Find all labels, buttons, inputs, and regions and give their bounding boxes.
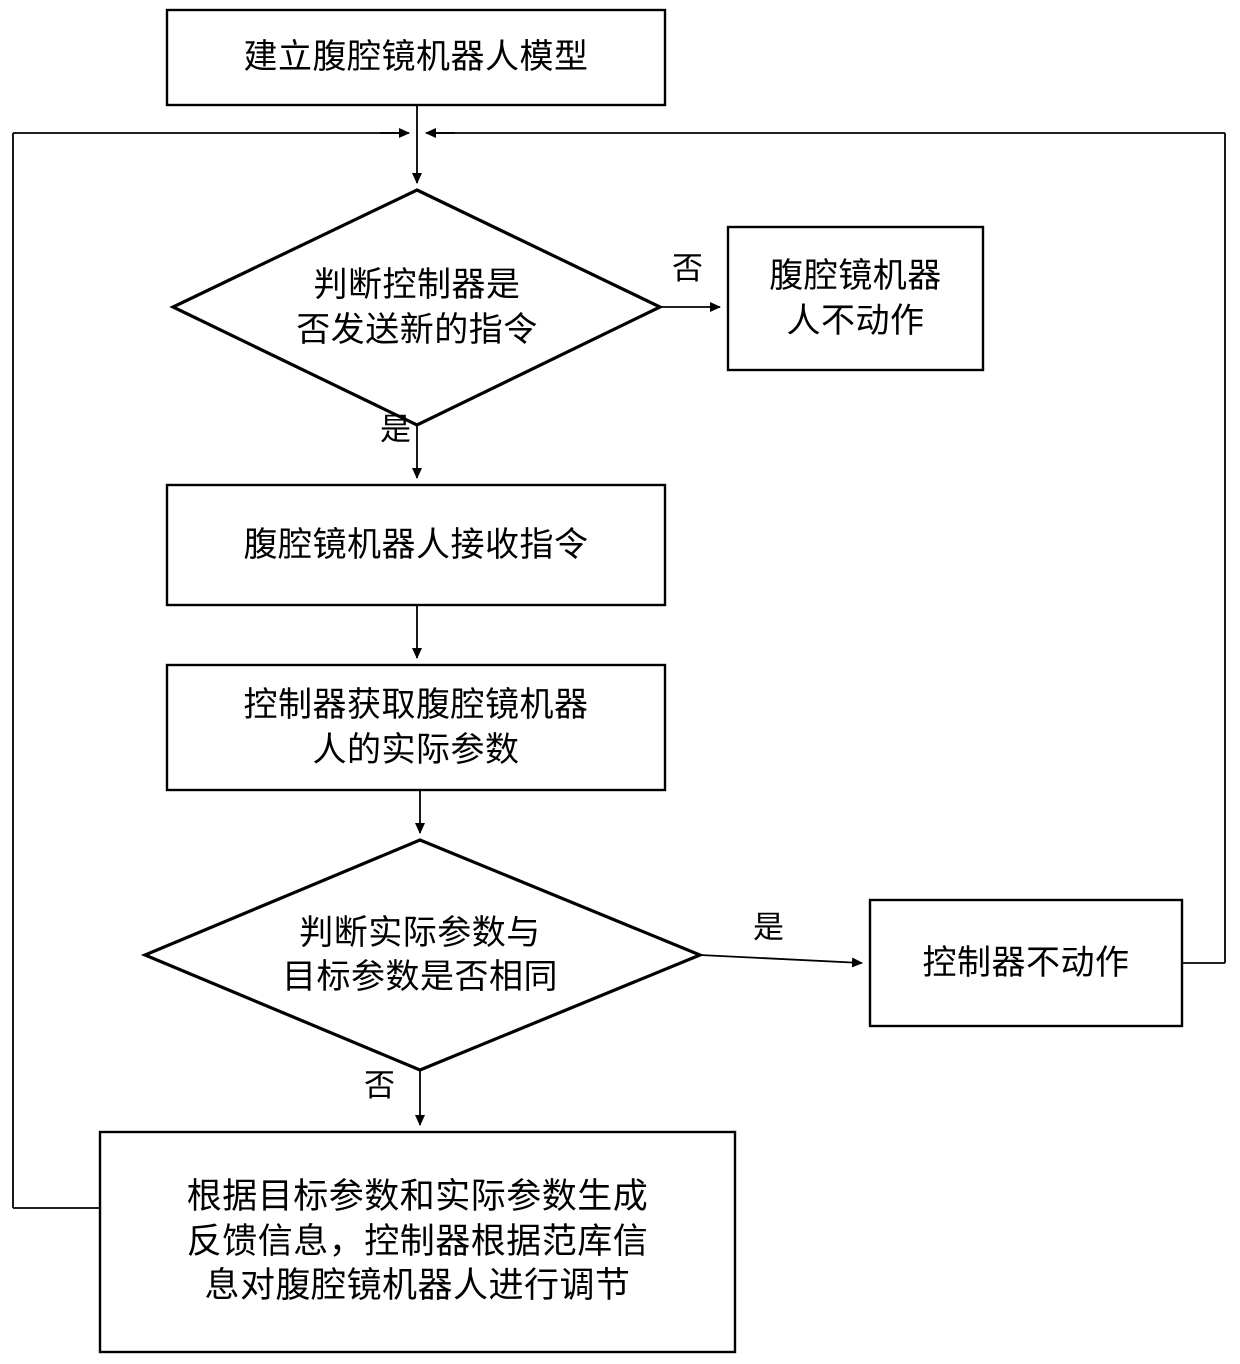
node-shape-n7: [868, 898, 1184, 1028]
edge-label-n2-no: 否: [672, 251, 703, 286]
node-shape-n5: [165, 663, 667, 792]
edge-n6-yes-to-n7: [699, 954, 863, 968]
node-shape-n8: [98, 1130, 737, 1354]
node-shape-n1: [165, 8, 667, 107]
node-shape-n2: [169, 188, 664, 427]
node-shape-n3: [726, 225, 985, 372]
edge-label-n6-yes: 是: [753, 910, 784, 945]
edge-label-n2-yes: 是: [380, 412, 411, 447]
node-shape-n6: [140, 838, 705, 1072]
edge-label-n6-no: 否: [364, 1068, 395, 1103]
node-shape-n4: [165, 483, 667, 607]
